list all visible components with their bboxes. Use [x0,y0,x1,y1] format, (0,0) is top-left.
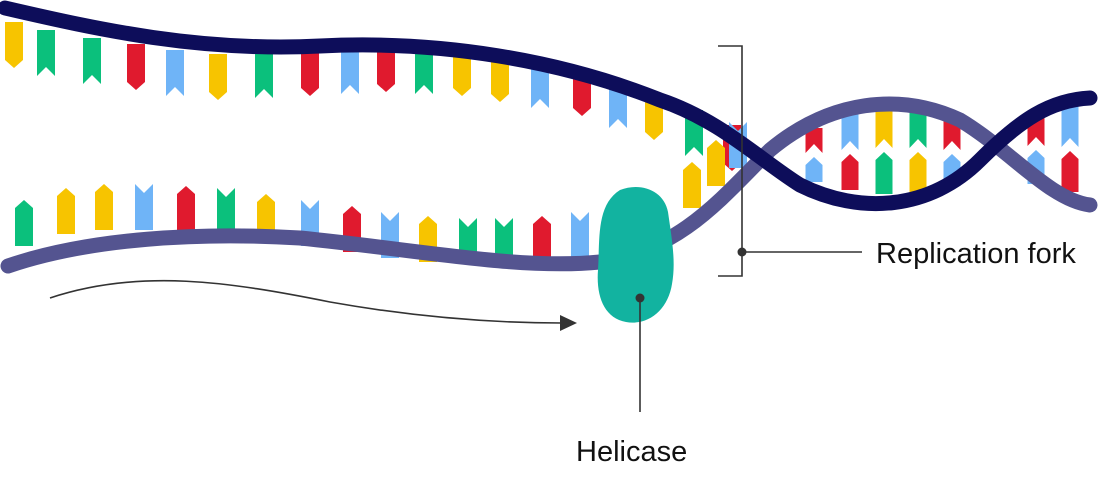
replication-fork-label: Replication fork [876,238,1076,270]
base-pair-tab [841,114,859,150]
top-strand-bases [5,22,741,171]
base-pair-tab [209,54,227,100]
base-pair-tab [257,194,275,240]
arrow-right-icon [560,315,577,331]
base-pair-tab [707,140,725,186]
replication-fork-pointer-dot [737,247,747,257]
base-pair-tab [377,46,395,92]
base-pair-tab [875,106,893,148]
base-pair-tab [531,62,549,108]
base-pair-tab [571,212,589,258]
leading-strand-backbone [0,0,1098,212]
base-pair-tab [15,200,33,246]
base-pair-tab [415,48,433,94]
helicase-pointer-dot [635,293,645,303]
base-pair-tab [5,22,23,68]
replication-fork-bracket [718,45,743,277]
base-pair-tab [495,218,513,264]
base-pair-tab [805,128,823,153]
helicase-label: Helicase [576,436,688,468]
direction-arrow [49,279,563,324]
base-pair-tab [217,188,235,234]
base-pair-tab [177,186,195,232]
base-pair-tab [127,44,145,90]
base-pair-tab [57,188,75,234]
base-pair-tab [255,52,273,98]
base-pair-tab [166,50,184,96]
base-pair-tab [491,56,509,102]
helix-base-pairs [805,106,1079,194]
base-pair-tab [1061,106,1079,147]
base-pair-tab [341,48,359,94]
base-pair-tab [805,157,823,182]
base-pair-tab [909,152,927,192]
base-pair-tab [683,162,701,208]
base-pair-tab [909,108,927,148]
base-pair-tab [841,154,859,190]
helicase-blob-icon [597,186,674,323]
base-pair-tab [37,30,55,76]
base-pair-tab [301,50,319,96]
base-pair-tab [95,184,113,230]
base-pair-tab [875,152,893,194]
base-pair-tab [533,216,551,262]
base-pair-tab [1061,151,1079,192]
base-pair-tab [83,38,101,84]
base-pair-tab [135,184,153,230]
base-pair-tab [453,50,471,96]
